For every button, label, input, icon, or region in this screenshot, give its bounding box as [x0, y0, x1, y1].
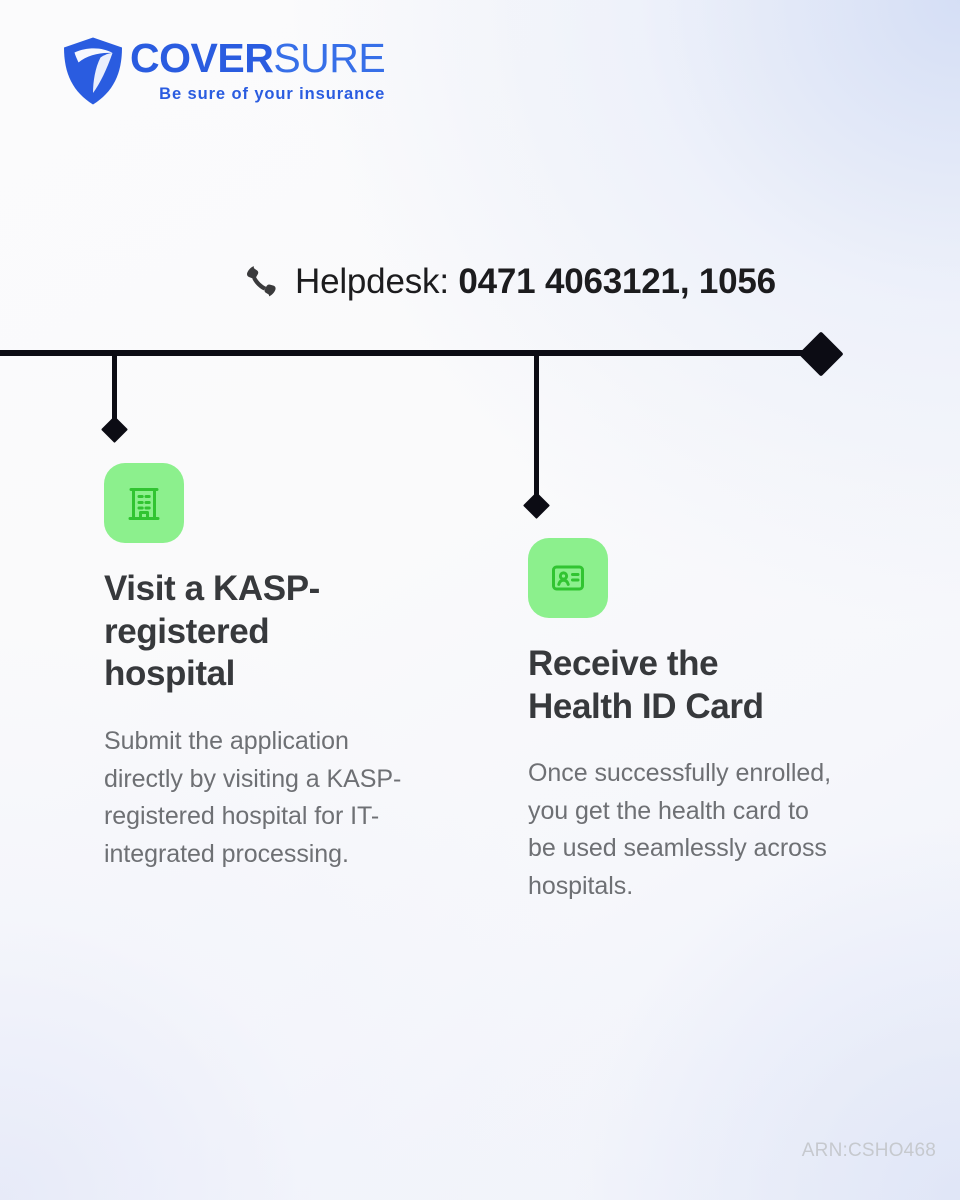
- step-card-2: Receive the Health ID Card Once successf…: [528, 538, 831, 905]
- timeline-axis: [0, 350, 822, 356]
- step-2-body: Once successfully enrolled, you get the …: [528, 759, 831, 900]
- helpdesk-text: Helpdesk: 0471 4063121, 1056: [295, 264, 776, 299]
- arn-code: ARN:CSHO468: [801, 1140, 936, 1161]
- shield-swirl-icon: [64, 37, 122, 105]
- step-1-body: Submit the application directly by visit…: [104, 727, 402, 868]
- timeline-node-diamond-icon-2: [523, 492, 550, 519]
- helpdesk-line: Helpdesk: 0471 4063121, 1056: [243, 262, 776, 300]
- step-2-title: Receive the Health ID Card: [528, 644, 764, 726]
- telephone-receiver-icon: [246, 266, 276, 297]
- step-card-1: Visit a KASP-registered hospital Submit …: [104, 463, 404, 873]
- timeline-end-diamond-icon: [798, 331, 844, 377]
- step-1-title: Visit a KASP-registered hospital: [104, 569, 320, 694]
- helpdesk-label: Helpdesk:: [295, 261, 449, 301]
- step-1-icon-tile: [104, 463, 184, 543]
- timeline-connector-2: [534, 353, 539, 501]
- step-2-icon-tile: [528, 538, 608, 618]
- timeline-connector-1: [112, 353, 117, 425]
- brand-wordmark: COVERSURE Be sure of your insurance: [130, 34, 386, 105]
- brand-logo: COVERSURE Be sure of your insurance: [62, 34, 386, 106]
- timeline-node-diamond-icon-1: [101, 416, 128, 443]
- brand-tagline: Be sure of your insurance: [159, 84, 386, 103]
- brand-name-part2: SURE: [273, 34, 386, 81]
- id-card-icon: [552, 565, 584, 591]
- helpdesk-number: 0471 4063121, 1056: [458, 261, 776, 301]
- brand-name-part1: COVER: [130, 34, 274, 81]
- hospital-building-icon: [128, 488, 160, 520]
